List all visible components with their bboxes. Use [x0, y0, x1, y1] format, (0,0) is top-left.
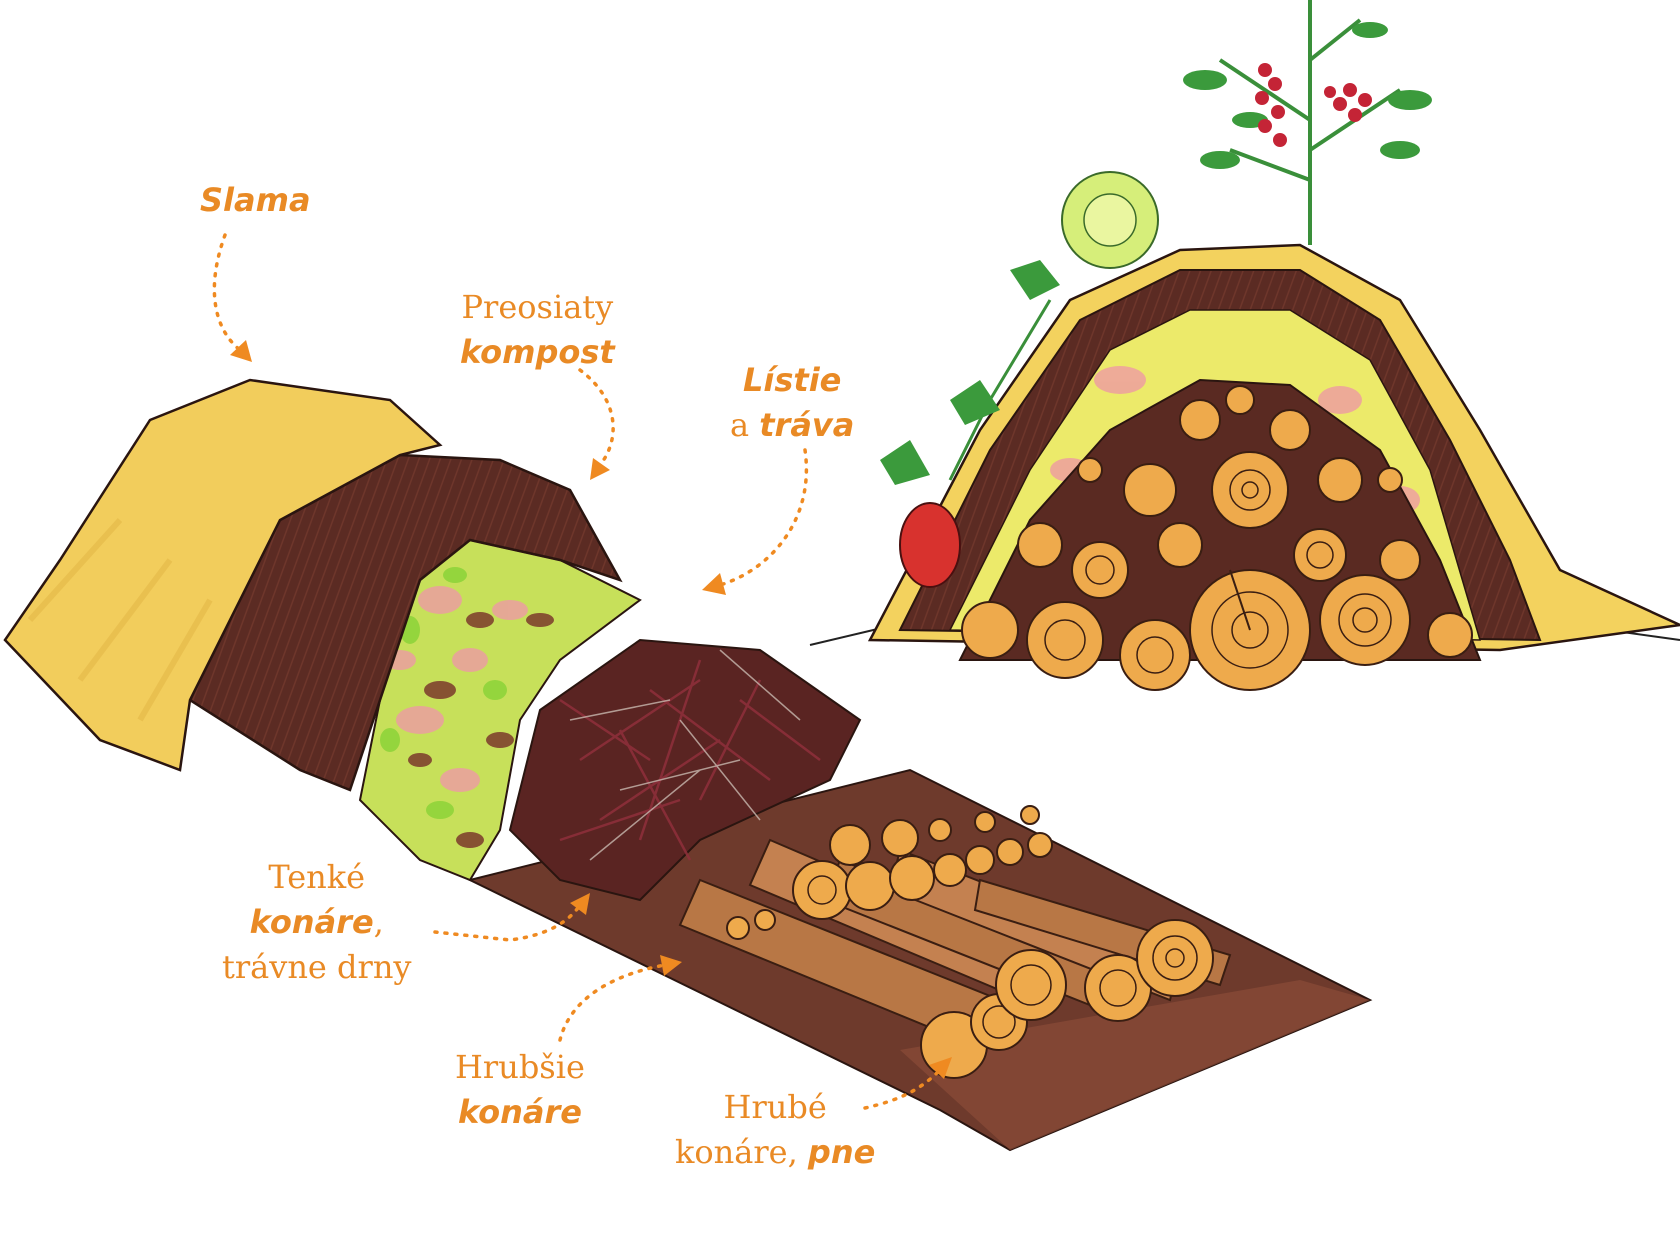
tomato-fruits: [1255, 63, 1372, 147]
label-listie-plain: a: [730, 406, 760, 444]
bed-cross-section: [3, 378, 1373, 1152]
label-hrube: Hrubé konáre, pne: [675, 1085, 875, 1175]
label-hrube-bold: pne: [807, 1133, 876, 1171]
pepper-plant: [880, 260, 1060, 588]
label-slama-bold: Slama: [200, 181, 311, 219]
label-listie-bold1: Lístie: [743, 361, 842, 399]
medium-branches: [726, 805, 1053, 940]
log-end: [995, 949, 1067, 1021]
cabbage: [1061, 171, 1159, 269]
label-tenke-bold: konáre: [249, 903, 374, 941]
arrow-tenke: [433, 893, 590, 942]
label-kompost-bold: kompost: [460, 333, 615, 371]
tomato-plant: [1183, 0, 1432, 245]
label-tenke: Tenké konáre, trávne drny: [222, 855, 412, 990]
label-tenke-suffix: ,: [373, 903, 384, 941]
log-end: [1136, 919, 1214, 997]
label-slama: Slama: [200, 178, 311, 223]
label-kompost-line1: Preosiaty: [461, 288, 614, 326]
arrow-kompost: [578, 368, 615, 480]
label-hrube-plain: konáre,: [675, 1133, 808, 1171]
straw-layer: [3, 378, 443, 772]
label-tenke-line3: trávne drny: [222, 948, 412, 986]
arrow-listie: [702, 448, 809, 595]
mound-section: [809, 0, 1680, 691]
arrow-hrube: [863, 1057, 952, 1110]
label-hrubsie: Hrubšie konáre: [455, 1045, 585, 1135]
label-tenke-line1: Tenké: [268, 858, 366, 896]
arrows: [212, 233, 952, 1110]
arrow-hrubsie: [558, 955, 682, 1042]
arrow-slama: [212, 233, 252, 362]
label-listie-bold2: tráva: [759, 406, 855, 444]
label-listie: Lístie a tráva: [730, 358, 854, 448]
label-kompost: Preosiaty kompost: [460, 285, 615, 375]
label-hrubsie-line1: Hrubšie: [455, 1048, 585, 1086]
label-hrube-line1: Hrubé: [723, 1088, 827, 1126]
label-hrubsie-bold: konáre: [457, 1093, 582, 1131]
thin-branches: [508, 638, 862, 902]
red-pepper: [899, 502, 961, 588]
